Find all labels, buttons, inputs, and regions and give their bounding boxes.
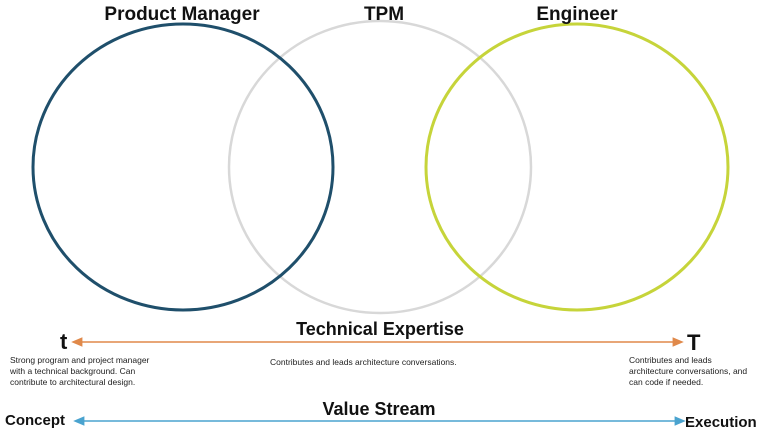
technical-expertise-title: Technical Expertise [296,319,464,339]
product-manager-title: Product Manager [104,4,260,25]
tpm-title: TPM [363,4,405,25]
product-manager-circle [31,22,335,312]
technical-axis-right-label: T [687,330,701,355]
center-note: Contributes and leads architecture conve… [270,357,457,367]
engineer-title: Engineer [536,4,618,25]
right-note: Contributes and leads architecture conve… [629,355,748,387]
left-note: Strong program and project manager with … [10,355,150,387]
tpm-circle [227,19,533,315]
value-stream-title: Value Stream [322,399,436,419]
value-axis-right-label: Execution [685,414,757,431]
engineer-circle [424,22,730,312]
technical-axis-left-label: t [60,329,68,354]
value-axis-left-label: Concept [5,412,65,429]
